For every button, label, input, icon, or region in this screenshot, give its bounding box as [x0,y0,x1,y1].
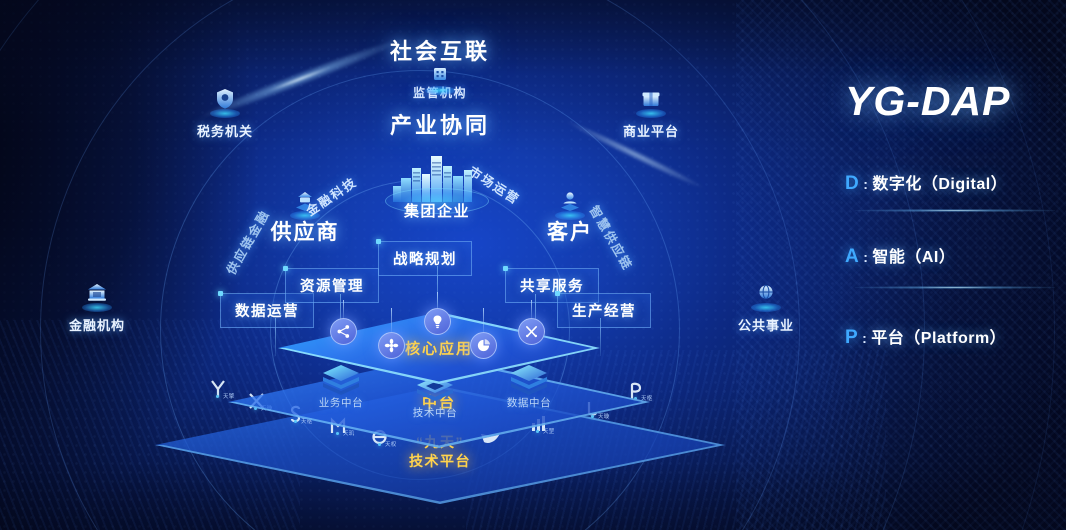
legend-value-p: 平台（Platform） [871,330,1007,347]
legend-sep-a: : [863,249,868,265]
tech-logo-1: 天擎 [210,380,234,400]
headline-social-interconnect: 社会互联 [389,39,491,64]
legend-key-a: A [845,246,859,267]
share-icon[interactable] [330,318,357,345]
stem-1 [275,318,276,356]
capability-strategic-planning[interactable]: 战略规划 [376,239,472,276]
core-application-title: 核心应用 [404,340,474,358]
capability-data-operations[interactable]: 数据运营 [218,291,314,328]
background-weave-bottom-left [0,320,300,530]
store-icon [634,83,668,118]
fan-icon[interactable] [378,332,405,359]
tech-logo-4-dot [336,432,339,435]
globe-icon [749,277,783,312]
capability-resource-management[interactable]: 资源管理 [283,266,379,303]
stack-cube-icon [318,362,364,398]
supplier-icon [288,185,322,220]
node-supplier-icon-wrap [240,185,370,223]
legend-value-d: 数字化（Digital） [872,176,1008,193]
node-commerce-platform[interactable]: 商业平台 [586,83,716,140]
tech-logo-3-caption: 天枢 [301,419,313,425]
legend-key-p: P [845,327,858,348]
tech-logo-3-dot [294,420,297,423]
node-tax-authority[interactable]: 税务机关 [160,83,290,140]
tech-logo-7-dot [591,415,594,418]
app-stem-1 [343,300,344,320]
bank-icon-glow [82,303,112,312]
label-supplier: 供应商 [270,221,340,244]
tech-logo-4-caption: 天玑 [343,431,355,437]
middle-item-label-3: 数据中台 [506,397,552,409]
tech-logo-5-caption: 天权 [385,442,397,448]
headline-industry-synergy: 产业协同 [389,113,491,138]
tech-logo-6-dot [536,430,539,433]
middle-item-label-1: 业务中台 [318,397,364,409]
node-label: 公共事业 [737,318,794,333]
legend-item-platform: P : 平台（Platform） [845,324,1006,349]
tech-logo-7-caption: 天璇 [598,414,610,420]
tech-logo-2-dot [254,407,257,410]
app-stem-4 [483,308,484,334]
app-stem-3 [437,292,438,310]
regulator-icon [423,60,457,95]
tech-logo-6-caption: 天罡 [543,429,555,435]
commerce-icon-glow [636,109,666,118]
customer-icon [553,185,587,220]
node-label: 金融机构 [68,318,125,333]
stem-5 [600,318,601,356]
tax-icon-glow [210,109,240,118]
legend-divider-2 [855,286,1055,289]
brand-logo: YG-DAP [845,78,1011,124]
app-stem-5 [531,300,532,320]
label-customer: 客户 [547,221,593,244]
capability-shared-services[interactable]: 共享服务 [503,266,599,303]
legend-item-digital: D : 数字化（Digital） [845,170,1007,195]
bulb-icon[interactable] [424,308,451,335]
customer-icon-glow [555,211,585,220]
legend-sep-d: : [863,176,868,192]
tech-logo-8-caption: 天枢 [641,396,653,402]
legend-value-a: 智能（AI） [872,249,956,266]
tech-logo-5-dot [378,443,381,446]
tech-logo-1-caption: 天擎 [223,394,235,400]
node-label: 商业平台 [622,124,679,139]
node-public-utilities[interactable]: 公共事业 [701,277,831,334]
legend-divider-1 [855,209,1055,212]
middle-item-label-2: 技术中台 [412,407,458,419]
utilities-icon-glow [751,303,781,312]
supplier-icon-glow [290,211,320,220]
tech-logo-8-dot [634,397,637,400]
legend-item-ai: A : 智能（AI） [845,243,955,268]
app-stem-2 [391,308,392,334]
tech-platform-title-line2: 技术平台 [409,453,471,470]
label-group-enterprise: 集团企业 [403,203,471,220]
shield-icon [208,83,242,118]
node-customer-icon-wrap [505,185,635,223]
node-financial-institution[interactable]: 金融机构 [32,277,162,334]
pie-chart-icon[interactable] [470,332,497,359]
bank-icon [80,277,114,312]
city-icon [377,148,497,214]
legend-key-d: D [845,173,859,194]
city-base-glow [385,188,489,214]
node-regulator [375,60,505,98]
data-cube-icon [506,362,552,398]
background-weave-right [736,0,1066,530]
legend-sep-p: : [862,330,867,346]
regulator-icon-glow [425,86,455,95]
tools-icon[interactable] [518,318,545,345]
tech-logo-1-dot [216,395,219,398]
tech-logo-8: 天枢 [628,382,652,402]
capability-production-ops[interactable]: 生产经营 [555,291,651,328]
node-label: 税务机关 [196,124,253,139]
